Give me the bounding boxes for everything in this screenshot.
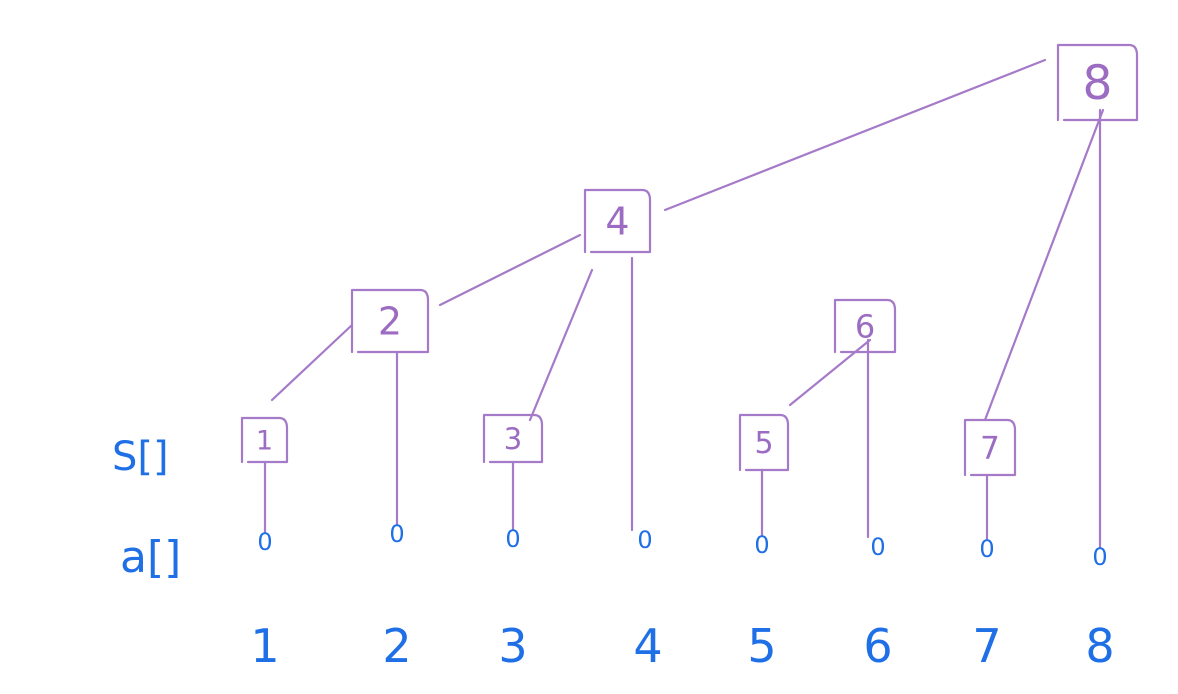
- edge-7-to-8: [983, 108, 1105, 422]
- index-6: 6: [863, 619, 892, 673]
- node-box-2: 2: [350, 288, 430, 354]
- node-label: 7: [980, 431, 1000, 467]
- node-label: 5: [754, 426, 773, 461]
- node-box-outline: [583, 188, 652, 254]
- node-box-outline: [833, 298, 897, 354]
- node-box-outline: [738, 413, 790, 472]
- index-5: 5: [747, 619, 776, 673]
- node-box-1: 1: [240, 416, 289, 464]
- edge-2-to-4: [438, 233, 582, 307]
- edge-4-to-8: [663, 58, 1047, 212]
- node-stems: [263, 108, 1102, 549]
- node-label: 2: [378, 300, 402, 344]
- a-value-4: 0: [637, 526, 652, 554]
- tree-edges: [270, 58, 1105, 422]
- node-box-5: 5: [738, 413, 790, 472]
- index-2: 2: [382, 619, 411, 673]
- a-value-7: 0: [979, 535, 994, 563]
- edge-3-to-4: [528, 268, 594, 422]
- node-box-outline: [350, 288, 430, 354]
- a-value-5: 0: [754, 531, 769, 559]
- node-label: 1: [256, 426, 273, 457]
- s-array-label: S[]: [112, 434, 169, 480]
- node-box-6: 6: [833, 298, 897, 354]
- node-box-8: 8: [1056, 43, 1139, 122]
- index-1: 1: [250, 619, 279, 673]
- node-box-outline: [482, 413, 544, 464]
- node-box-3: 3: [482, 413, 544, 464]
- node-label: 6: [855, 307, 875, 345]
- indices: 1 2 3 4 5 6 7 8: [250, 619, 1114, 673]
- tree-nodes: 1 2 3 4 5 6 7 8: [240, 43, 1139, 477]
- node-box-outline: [1056, 43, 1139, 122]
- node-label: 3: [504, 422, 522, 456]
- index-3: 3: [498, 619, 527, 673]
- a-values: 0 0 0 0 0 0 0 0: [257, 520, 1107, 571]
- index-7: 7: [972, 619, 1001, 673]
- a-value-3: 0: [505, 525, 520, 553]
- node-box-7: 7: [963, 418, 1017, 477]
- index-8: 8: [1085, 619, 1114, 673]
- index-4: 4: [633, 619, 662, 673]
- node-box-4: 4: [583, 188, 652, 254]
- a-value-2: 0: [389, 520, 404, 548]
- node-label: 4: [605, 200, 629, 244]
- a-value-8: 0: [1092, 543, 1107, 571]
- node-box-outline: [240, 416, 289, 464]
- edge-5-to-6: [788, 338, 872, 407]
- a-value-6: 0: [870, 533, 885, 561]
- node-box-outline: [963, 418, 1017, 477]
- node-label: 8: [1083, 56, 1113, 111]
- edge-1-to-2: [270, 323, 354, 402]
- a-value-1: 0: [257, 528, 272, 556]
- a-array-label: a[]: [120, 532, 181, 583]
